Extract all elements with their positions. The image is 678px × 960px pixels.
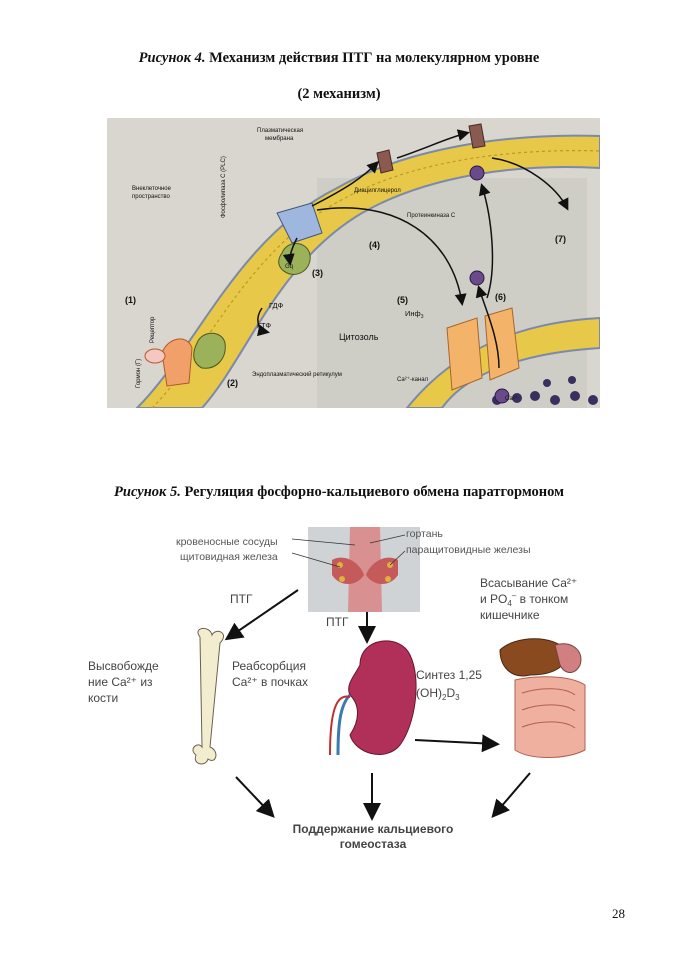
diacylglycerol-label: Диацилглицерол [354,188,401,194]
pathway-arrows [256,129,569,369]
hormone-shape [144,348,166,364]
step-1-label: (1) [125,295,136,305]
trachea-shape [348,527,382,612]
ip3-label: Инф3 [405,309,424,320]
g-protein-shape [193,332,226,369]
page-number: 28 [612,906,625,921]
calcium-label: Ca²⁺ [505,395,518,402]
receptor-label: Рецептор [150,316,156,343]
figure-4-caption-prefix: Рисунок 4. [138,50,206,66]
plc-shape [276,202,323,244]
kidney-image [348,640,417,755]
receptor-shape [161,338,193,387]
release-label-2: ние Ca²⁺ из [88,675,153,689]
step-3-label: (3) [312,268,323,278]
intestine-image [514,676,586,758]
figure-4-caption: Рисунок 4. Механизм действия ПТГ на моле… [0,50,678,67]
absorption-label-3: кишечнике [480,608,540,622]
step-4-label: (4) [369,240,380,250]
ca-channel-right [484,307,520,381]
synthesis-label-2: (OH)2D3 [416,686,460,702]
vessels-label: кровеносные сосуды [176,536,278,548]
synthesis-label-1: Синтез 1,25 [416,668,482,682]
larynx-label: гортань [406,528,443,540]
figure-5-diagram: кровеносные сосуды щитовидная железа гор… [88,527,586,851]
er-label: Эндоплазматический ретикулум [252,371,342,378]
reabsorption-label-1: Реабсорбция [232,659,306,673]
figure-5-caption: Рисунок 5. Регуляция фосфорно-кальциевог… [0,484,678,501]
step-7-label: (7) [555,234,566,244]
channel-label: Ca²⁺-канал [397,376,429,383]
renal-vessel-shape [329,695,351,756]
homeostasis-label-1: Поддержание кальциевого [293,822,454,836]
neck-label-lines [291,534,406,568]
release-label-1: Высвобожде [88,659,159,673]
ureter-shape [336,693,352,756]
pkc-shapes [376,123,510,404]
gdp-label: ГДФ [269,301,283,310]
figure-5-caption-text: Регуляция фосфорно-кальциевого обмена па… [184,484,564,500]
figure-5-caption-prefix: Рисунок 5. [114,484,181,500]
figure-4-subcaption: (2 механизм) [297,86,381,102]
step-2-label: (2) [227,378,238,388]
extracellular-label-1: Внеклеточное [132,186,172,192]
cytosol-label: Цитозоль [339,332,379,342]
regulation-arrows [224,589,531,821]
pth-left-label: ПТГ [230,592,253,606]
homeostasis-label-2: гомеостаза [340,837,407,851]
membrane-label-2: мембрана [265,136,294,142]
membrane-label-1: Плазматическая [257,128,303,134]
absorption-label-2: и PO4– в тонком [480,591,568,608]
pth-center-label: ПТГ [326,615,349,629]
thyroid-label: щитовидная железа [180,551,278,563]
step-5-label: (5) [397,295,408,305]
pkc-label: Протеинкиназа С [407,213,456,219]
hormone-label: Гормон (Г) [136,359,142,388]
plc-label: Фосфолипаза С (PLC) [221,156,227,218]
figure-4-diagram: Плазматическая мембрана Внеклеточное про… [107,118,600,408]
release-label-3: кости [88,691,118,705]
parathyroid-label: паращитовидные железы [406,544,531,556]
ca-channel-left [446,317,483,391]
extracellular-label-2: пространство [132,194,171,200]
step-6-label: (6) [495,292,506,302]
gtp-label: ГТФ [257,321,271,330]
stomach-image [554,643,582,673]
absorption-label-1: Всасывание Ca²⁺ [480,576,577,590]
reabsorption-label-2: Ca²⁺ в почках [232,675,308,689]
gq-label: Gq [285,264,293,270]
bone-image [192,628,225,765]
figure-4-caption-text: Механизм действия ПТГ на молекулярном ур… [209,50,540,66]
